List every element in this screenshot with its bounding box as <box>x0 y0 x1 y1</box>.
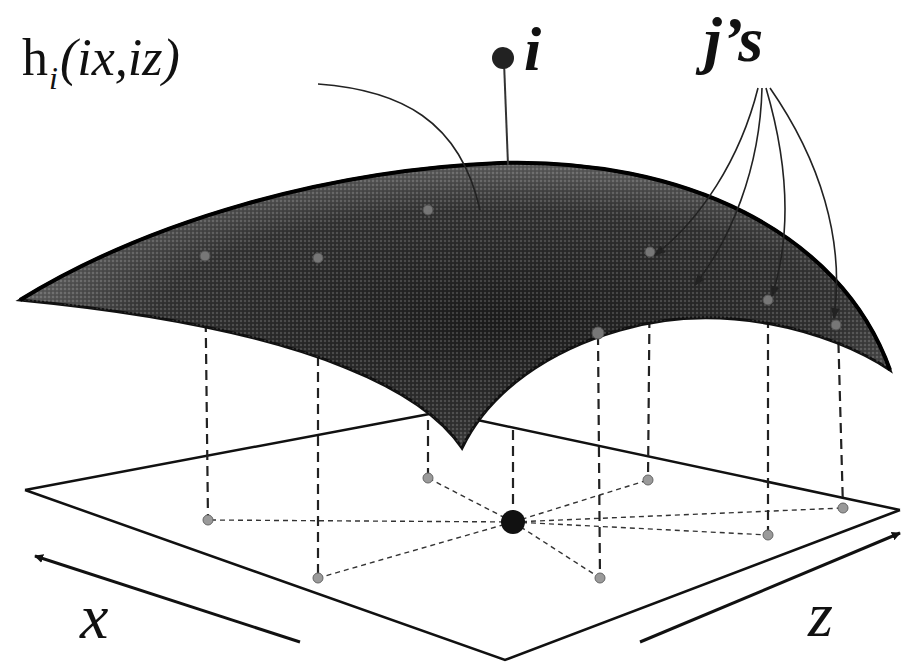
surface-points <box>200 205 841 339</box>
axis-label: x <box>80 585 108 649</box>
axis-arrow <box>35 533 900 642</box>
axis-label: z <box>808 583 833 647</box>
point-label: i <box>524 18 541 80</box>
point-i <box>492 47 514 165</box>
function-name: h <box>22 32 48 84</box>
center-point <box>501 510 525 534</box>
neighbors-label: j’s <box>704 8 763 72</box>
projected-points <box>203 473 848 583</box>
leader-lines <box>318 84 837 318</box>
function-arguments: (ix,iz) <box>60 32 180 84</box>
function-subscript: i <box>49 62 58 94</box>
projection-lines <box>208 478 843 578</box>
surface-h <box>20 163 890 448</box>
